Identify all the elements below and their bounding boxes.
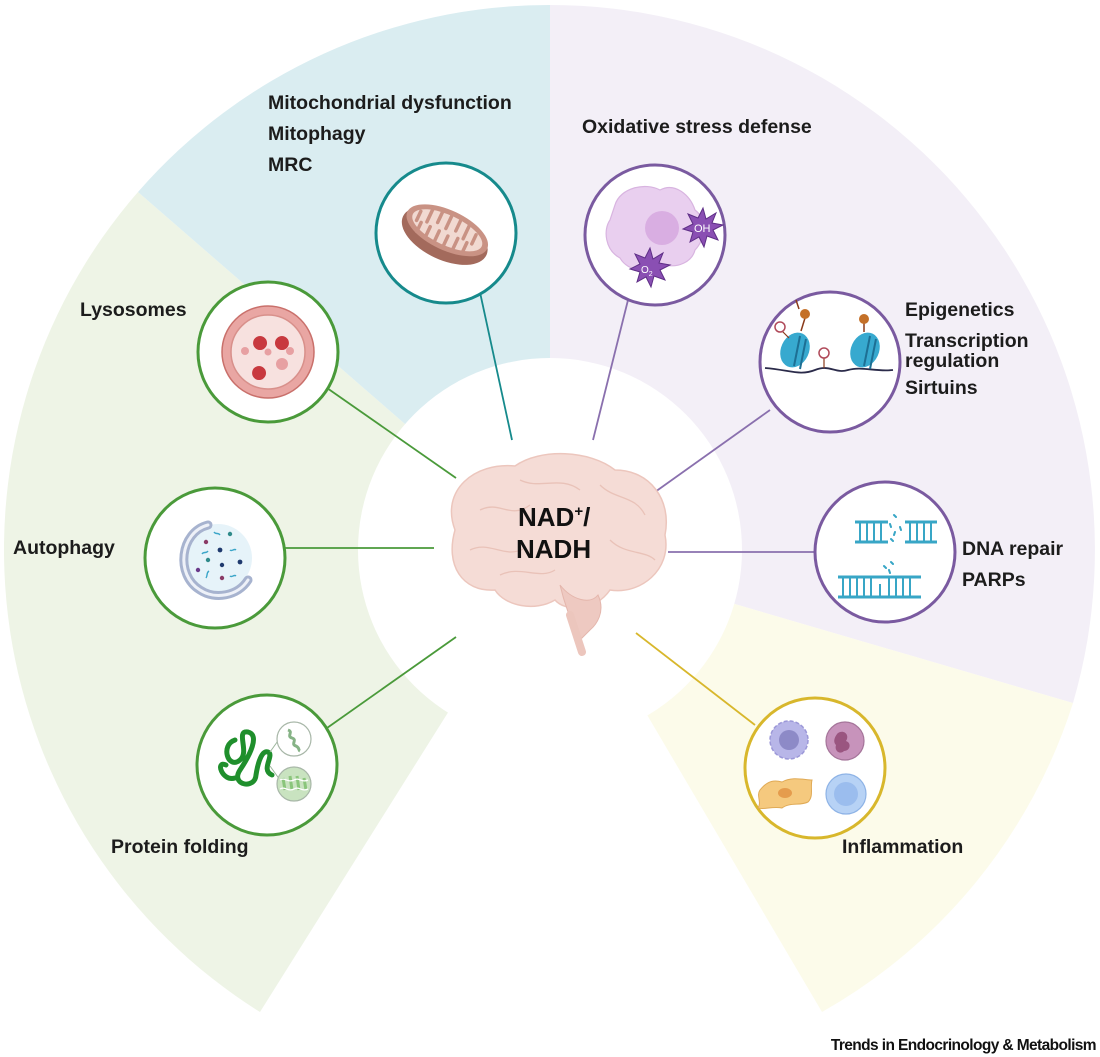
node-lysosomes[interactable] [196,280,340,424]
label-epigenetics: Epigenetics [905,299,1015,321]
node-protein-folding[interactable] [195,693,339,837]
node-oxidative-stress[interactable]: OH O2 [583,163,727,307]
center-label: NAD+/ NADH [516,502,591,564]
svg-text:NAD+/: NAD+/ [518,502,590,532]
connector-protein [326,636,457,729]
sector-proteostasis [3,192,551,1012]
ros-cell-icon: OH O2 [605,185,725,289]
label-autophagy: Autophagy [13,537,115,559]
label-oxidative-stress-defense: Oxidative stress defense [582,116,812,138]
label-mrc: MRC [268,154,312,176]
node-mitochondria[interactable] [374,161,518,305]
label-transcription: Transcription [905,330,1029,352]
label-parps: PARPs [962,569,1026,591]
label-mitophagy: Mitophagy [268,123,366,145]
nucleosome-icon [764,299,894,374]
oh-radical-icon [681,206,725,249]
connector-inflammation [635,632,756,726]
node-epigenetics[interactable] [758,290,902,434]
node-autophagy[interactable] [143,486,287,630]
connector-epigenetics [647,409,771,498]
connectors [284,259,815,729]
dna-repair-icon [838,514,937,599]
superoxide-icon [628,246,672,289]
oh-label: OH [694,223,711,235]
node-dna-repair[interactable] [813,480,957,624]
label-mitochondrial-dysfunction: Mitochondrial dysfunction [268,92,512,114]
autophagosome-icon [179,520,253,600]
labels: Mitochondrial dysfunction Mitophagy MRC … [13,92,1064,858]
protein-folding-icon [218,721,312,802]
label-sirtuins: Sirtuins [905,377,978,399]
o2-label: O2 [641,265,653,278]
brain-icon [450,452,667,656]
node-inflammation[interactable] [743,696,887,840]
mitochondrion-icon [401,204,489,265]
connector-oxidative [592,299,629,441]
label-regulation: regulation [905,350,999,372]
immune-cells-icon [757,720,867,815]
label-protein-folding: Protein folding [111,836,249,858]
lysosome-icon [221,305,315,399]
connector-lysosomes [326,387,457,479]
journal-credit: Trends in Endocrinology & Metabolism [831,1037,1096,1054]
svg-text:NADH: NADH [516,534,591,564]
label-inflammation: Inflammation [842,836,963,858]
label-dna-repair: DNA repair [962,538,1064,560]
label-lysosomes: Lysosomes [80,299,187,321]
